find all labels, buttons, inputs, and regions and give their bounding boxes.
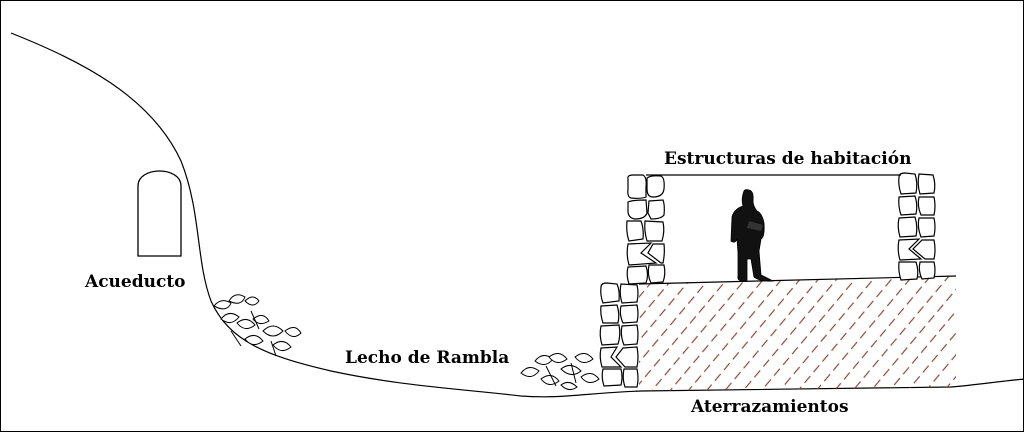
person-silhouette xyxy=(730,189,775,282)
label-aterrazamientos: Aterrazamientos xyxy=(691,397,849,417)
label-estructuras-de-habitacion: Estructuras de habitación xyxy=(664,149,912,169)
terrain-profile xyxy=(10,32,1024,398)
terrace-fill xyxy=(639,276,956,391)
right-upper-wall xyxy=(897,172,936,281)
lower-terrace-wall xyxy=(599,282,639,388)
label-acueducto: Acueducto xyxy=(85,272,186,292)
person-arms xyxy=(747,221,763,231)
aqueduct-arch xyxy=(137,170,182,257)
left-upper-wall xyxy=(626,174,666,285)
vegetation-left xyxy=(213,294,302,357)
vegetation-right xyxy=(520,353,600,391)
label-lecho-de-rambla: Lecho de Rambla xyxy=(345,348,510,368)
